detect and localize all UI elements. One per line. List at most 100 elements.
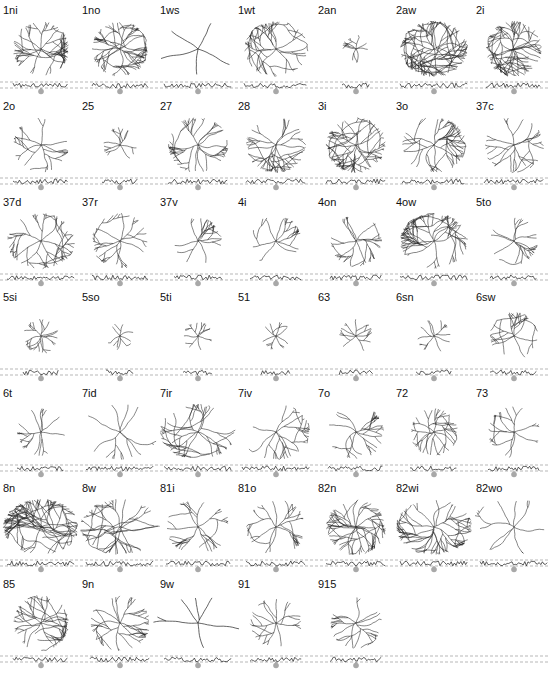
dendrite-branch <box>344 42 349 47</box>
soma <box>117 281 123 287</box>
side-view-arbor <box>86 561 153 566</box>
dendrite-branch <box>273 501 277 527</box>
dendrite-branch <box>457 543 464 545</box>
side-view-arbor <box>246 561 305 566</box>
dendrite-branch <box>364 417 379 429</box>
dendrite-branch <box>247 528 270 544</box>
dendrite-branch <box>490 527 514 550</box>
dendrite-branch <box>224 149 228 155</box>
dendrite-branch <box>408 254 409 256</box>
dendrite-branch <box>29 25 31 37</box>
dendrite-branch <box>114 340 119 345</box>
dendrite-branch <box>514 432 538 441</box>
dendrite-branch <box>453 543 465 546</box>
dendrite-branch <box>331 238 344 243</box>
dendrite-branch <box>10 234 22 236</box>
dendrite-branch <box>416 551 418 553</box>
dendrite-branch <box>43 214 56 220</box>
layer-boundary <box>0 471 550 472</box>
neuron-cell <box>23 319 58 381</box>
dendrite-branch <box>398 505 411 522</box>
dendrite-branch <box>440 320 442 330</box>
dendrite-branch <box>9 512 44 527</box>
soma <box>353 376 359 382</box>
side-view-arbor <box>13 83 67 87</box>
dendrite-branch <box>489 54 494 56</box>
dendrite-branch <box>144 60 146 62</box>
dendrite-branch <box>487 147 497 154</box>
dendrite-branch <box>29 336 41 347</box>
dendrite-branch <box>16 623 41 629</box>
dendrite-branch <box>86 515 88 517</box>
dendrite-branch <box>174 160 179 161</box>
dendrite-branch <box>429 320 434 336</box>
dendrite-branch <box>302 427 308 431</box>
dendrite-branch <box>247 139 248 141</box>
dendrite-branch <box>168 147 176 152</box>
dendrite-branch <box>118 214 121 218</box>
dendrite-branch <box>508 66 531 72</box>
dendrite-branch <box>172 432 198 443</box>
dendrite-branch <box>52 341 55 345</box>
dendrite-branch <box>102 259 103 261</box>
dendrite-branch <box>342 168 344 169</box>
dendrite-branch <box>54 248 58 267</box>
dendrite-branch <box>430 21 460 47</box>
dendrite-branch <box>114 438 116 459</box>
dendrite-branch <box>434 266 436 268</box>
dendrite-branch <box>248 524 251 536</box>
dendrite-branch <box>434 527 457 547</box>
dendrite-branch <box>161 438 176 449</box>
dendrite-branch <box>72 535 74 536</box>
dendrite-branch <box>269 66 295 69</box>
dendrite-branch <box>287 23 289 25</box>
dendrite-branch <box>403 247 408 248</box>
dendrite-branch <box>343 42 353 49</box>
dendrite-branch <box>328 525 342 527</box>
dendrite-branch <box>404 139 422 151</box>
dendrite-branch <box>275 452 278 459</box>
dendrite-branch <box>253 427 276 432</box>
dendrite-branch <box>291 441 305 443</box>
dendrite-branch <box>451 540 465 542</box>
dendrite-branch <box>199 329 210 334</box>
dendrite-branch <box>152 443 154 444</box>
dendrite-branch <box>446 59 462 63</box>
dendrite-branch <box>254 510 264 520</box>
dendrite-branch <box>46 330 58 337</box>
dendrite-branch <box>52 504 64 506</box>
dendrite-branch <box>47 501 49 503</box>
dendrite-branch <box>495 27 497 28</box>
dendrite-branch <box>41 30 59 49</box>
dendrite-branch <box>260 260 262 261</box>
dendrite-branch <box>350 436 362 455</box>
dendrite-branch <box>450 227 457 262</box>
dendrite-branch <box>213 433 234 444</box>
dendrite-branch <box>360 504 371 509</box>
dendrite-branch <box>162 432 164 434</box>
dendrite-branch <box>24 330 36 332</box>
dendrite-branch <box>497 315 525 321</box>
dendrite-branch <box>433 424 457 426</box>
dendrite-branch <box>436 334 450 335</box>
dendrite-branch <box>522 552 524 554</box>
dendrite-branch <box>443 428 456 433</box>
dendrite-branch <box>70 511 72 513</box>
dendrite-branch <box>285 219 288 223</box>
dendrite-branch <box>475 515 480 517</box>
dendrite-branch <box>431 541 437 554</box>
dendrite-branch <box>103 259 105 263</box>
dendrite-branch <box>382 523 385 532</box>
dendrite-branch <box>451 63 463 66</box>
dendrite-branch <box>46 56 55 75</box>
dendrite-branch <box>527 256 529 258</box>
dendrite-branch <box>434 49 436 75</box>
dendrite-branch <box>97 229 120 241</box>
dendrite-branch <box>373 254 374 259</box>
dendrite-branch <box>425 343 428 349</box>
dendrite-branch <box>94 39 120 49</box>
dendrite-branch <box>189 146 194 169</box>
dendrite-branch <box>378 513 380 514</box>
dendrite-branch <box>21 536 23 550</box>
dendrite-branch <box>41 215 45 241</box>
